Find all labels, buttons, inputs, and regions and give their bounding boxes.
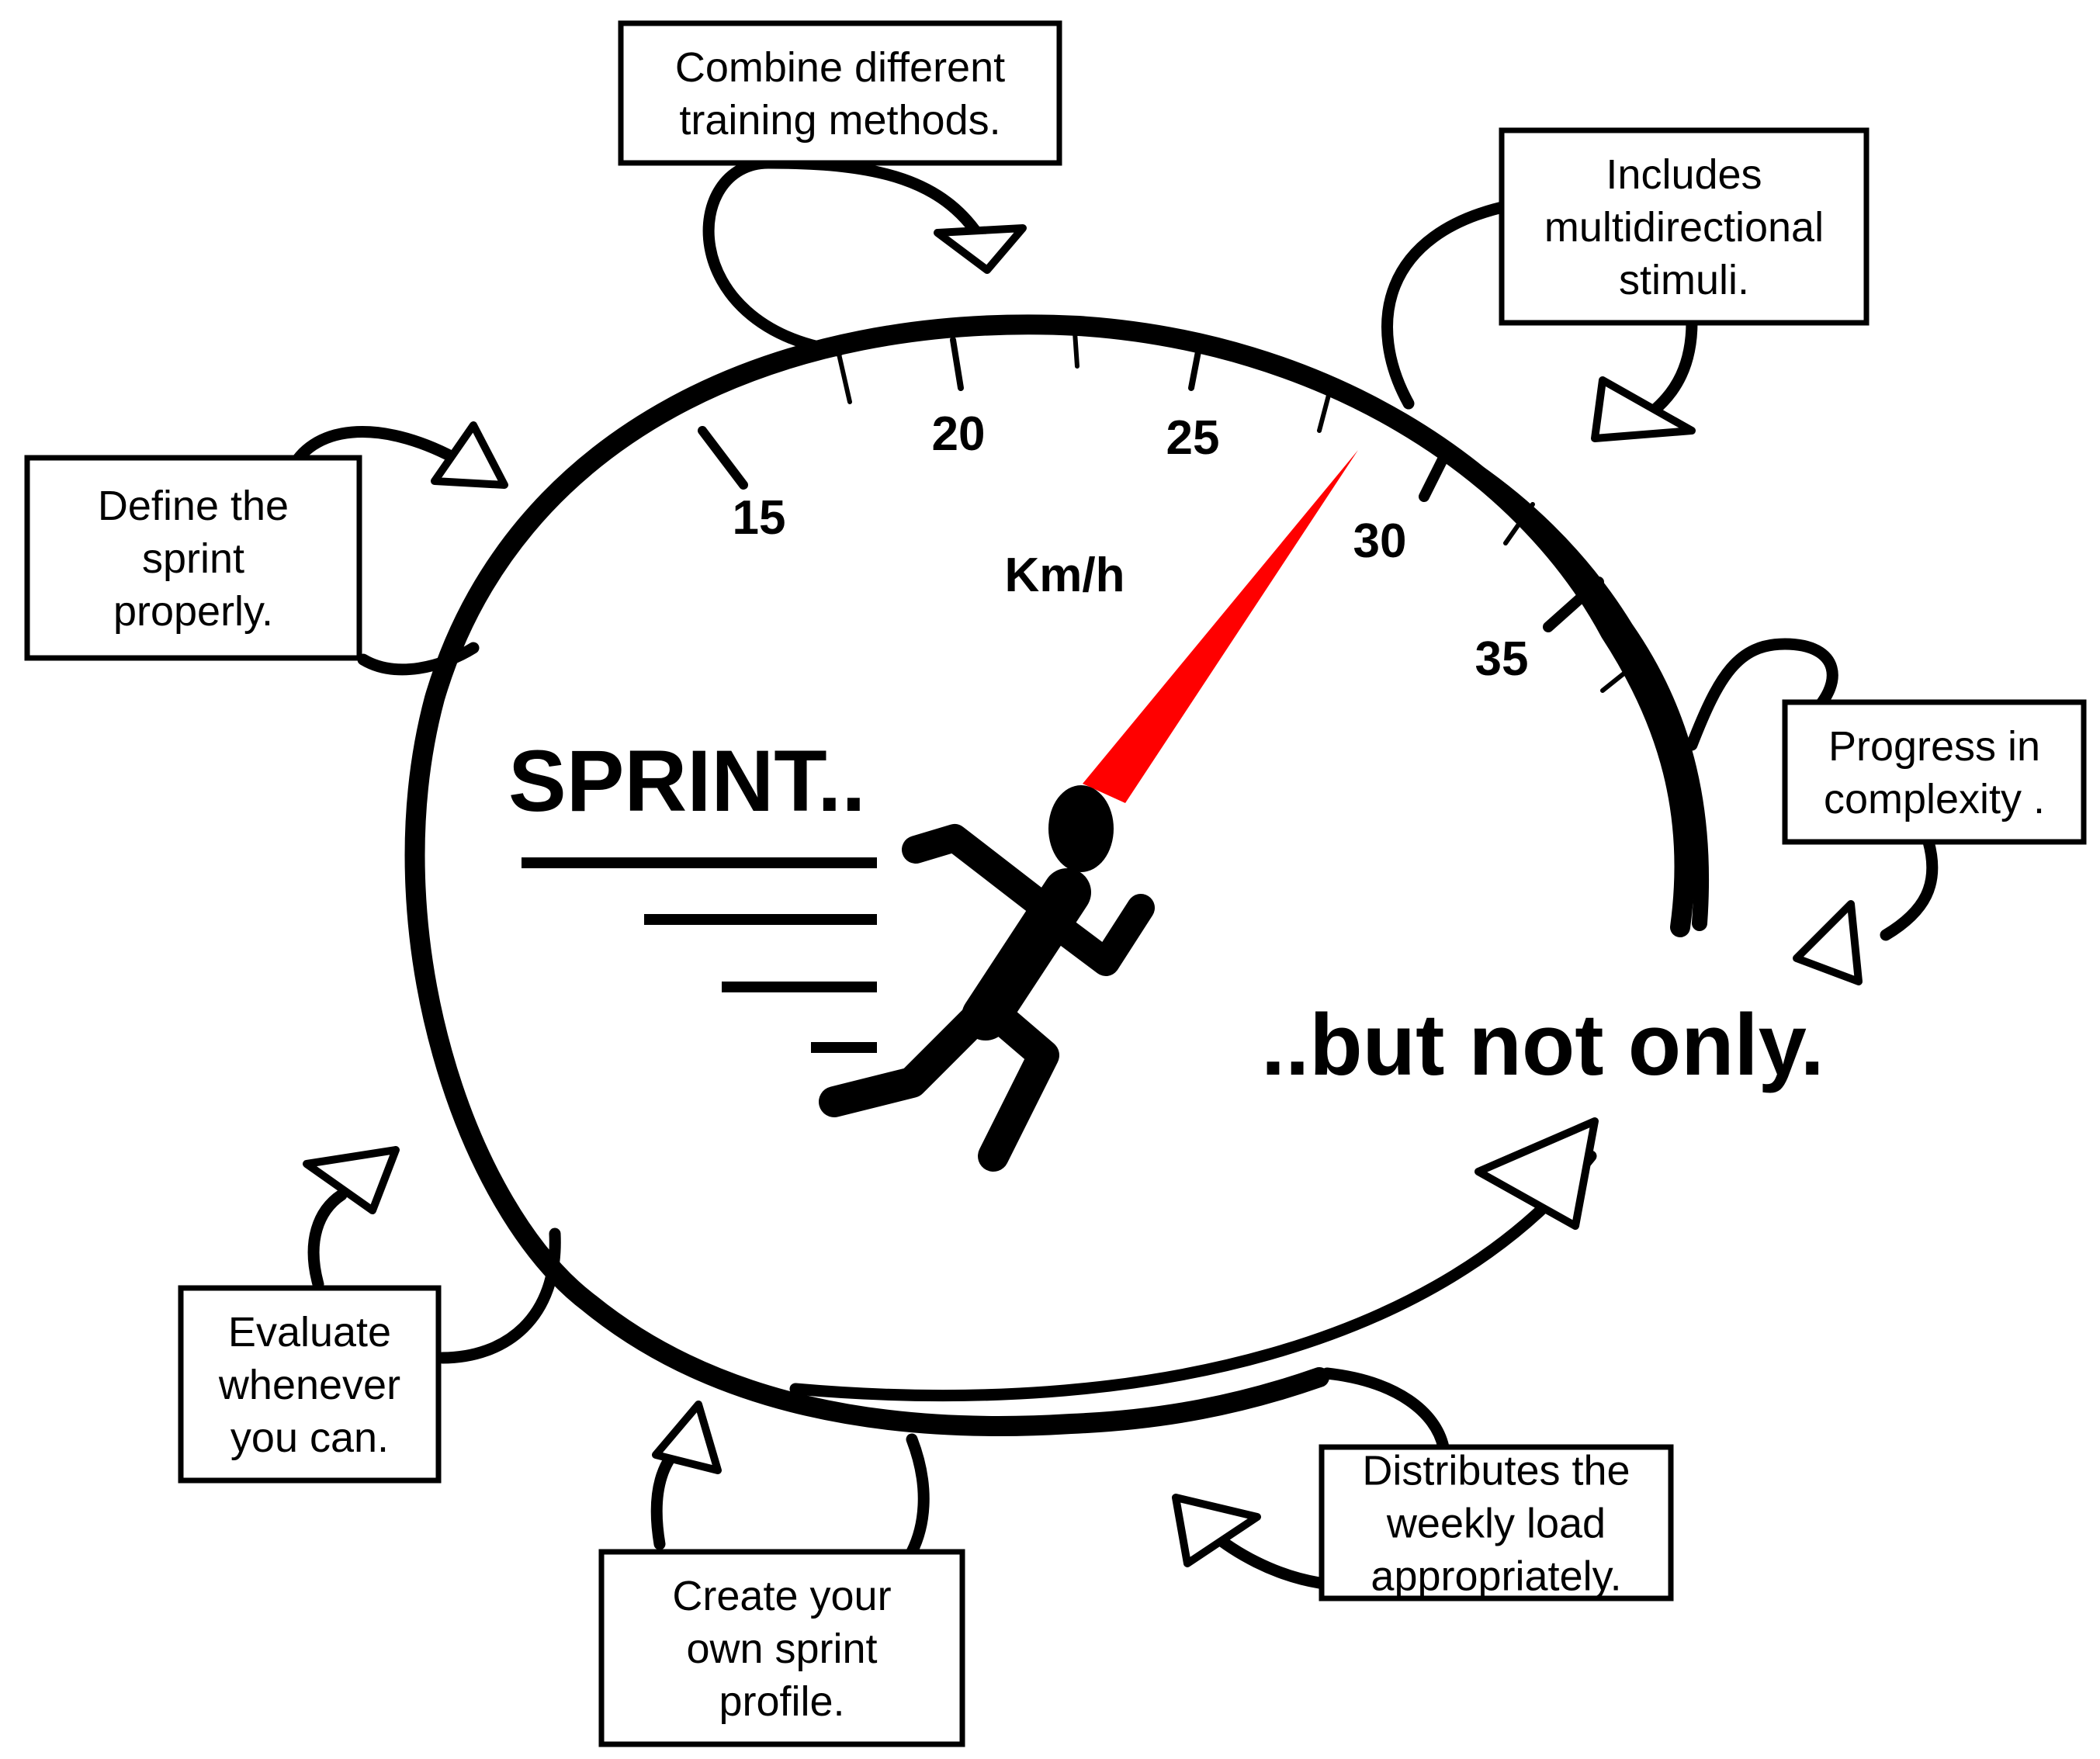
dial-tick <box>1073 330 1079 369</box>
box-text-line: Progress in <box>1828 723 2040 770</box>
box-evaluate: Evaluate whenever you can. <box>178 1285 442 1484</box>
arrow-main-sweep <box>789 1150 1597 1402</box>
box-text-line: weekly load <box>1386 1501 1606 1547</box>
tick-label-20: 20 <box>932 407 986 461</box>
runner-head <box>1048 785 1114 872</box>
box-define: Define the sprint properly. <box>24 455 362 661</box>
speed-needle <box>1083 450 1358 803</box>
arrowhead-progress <box>1793 900 1863 985</box>
box-frame <box>1319 1444 1674 1601</box>
tick-label-25: 25 <box>1166 411 1220 465</box>
dial-tick <box>950 337 964 391</box>
box-profile: Create your own sprint profile. <box>598 1549 965 1747</box>
dial-ticks <box>698 330 1644 693</box>
arrowhead-evaluate <box>303 1146 400 1214</box>
box-frame <box>618 20 1062 166</box>
box-combine: Combine different training methods. <box>618 20 1062 166</box>
headline-sprint: SPRINT.. <box>508 732 866 829</box>
dial-ring-thick <box>1436 442 1710 931</box>
box-frame <box>1782 699 2087 845</box>
box-text-line: properly. <box>113 588 273 635</box>
arrow-evaluate-up <box>307 1189 348 1290</box>
box-text-line: Distributes the <box>1362 1448 1630 1494</box>
box-multidirectional: Includes multidirectional stimuli. <box>1499 127 1870 326</box>
arrowhead-profile <box>652 1401 722 1474</box>
runner-front-leg <box>974 993 1059 1172</box>
runner-back-arm <box>902 824 1054 918</box>
box-text-line: stimuli. <box>1619 257 1749 303</box>
box-frame <box>178 1285 442 1484</box>
runner-front-arm <box>1030 894 1155 976</box>
unit-label: Km/h <box>1005 549 1125 602</box>
dial-ring <box>404 314 1695 1436</box>
box-frame <box>1499 127 1870 326</box>
running-person-icon <box>819 785 1155 1172</box>
box-text-line: multidirectional <box>1544 204 1824 251</box>
box-text-line: training methods. <box>679 97 1000 144</box>
dial-tick <box>1543 577 1604 632</box>
arrowhead-define <box>431 421 508 489</box>
box-text-line: Combine different <box>675 44 1005 91</box>
box-frame <box>24 455 362 661</box>
box-text-line: profile. <box>719 1678 844 1725</box>
dial-tick <box>1600 657 1644 693</box>
speedometer-dial: 15 20 25 30 35 Km/h <box>404 314 1710 1436</box>
box-frame <box>598 1549 965 1747</box>
speed-lines <box>522 857 877 1053</box>
runner-back-leg <box>819 997 997 1117</box>
dial-tick <box>1419 445 1453 502</box>
arrowhead-combine <box>934 224 1027 274</box>
box-text-line: own sprint <box>686 1626 877 1672</box>
arrow-multidirectional <box>1381 199 1516 410</box>
arrow-profile <box>906 1433 930 1558</box>
box-text-line: complexity . <box>1824 776 2045 822</box>
arrowhead-main <box>1475 1117 1599 1230</box>
dial-tick <box>1188 345 1202 391</box>
dial-tick <box>1317 384 1333 433</box>
dial-tick <box>836 348 852 404</box>
arrowhead-multidirectional <box>1591 376 1696 442</box>
box-text-line: whenever <box>218 1362 400 1408</box>
box-text-line: you can. <box>230 1414 389 1461</box>
tick-label-35: 35 <box>1475 632 1529 686</box>
dial-tick <box>698 426 748 490</box>
headline-but-not-only: ..but not only. <box>1261 996 1825 1093</box>
advice-boxes: Combine different training methods. Includ… <box>24 20 2087 1747</box>
tick-label-30: 30 <box>1353 514 1407 568</box>
box-text-line: Includes <box>1606 151 1762 198</box>
arrow-multidirectional-out <box>1647 316 1698 417</box>
box-text-line: Create your <box>672 1573 891 1619</box>
box-distribute: Distributes the weekly load appropriately. <box>1319 1444 1674 1601</box>
tick-label-15: 15 <box>733 491 786 545</box>
arrowhead-distribute <box>1172 1494 1261 1567</box>
box-progress: Progress in complexity . <box>1782 699 2087 845</box>
box-text-line: appropriately. <box>1371 1553 1621 1600</box>
box-text-line: Define the <box>98 483 289 529</box>
box-text-line: sprint <box>142 535 244 582</box>
arrow-define-in <box>357 642 480 676</box>
arrow-progress <box>1686 638 1838 751</box>
arrow-progress-out <box>1880 836 1939 941</box>
arrow-distribute <box>1321 1367 1450 1453</box>
connector-arrows <box>282 157 1939 1589</box>
dial-tick-labels: 15 20 25 30 35 <box>733 407 1529 686</box>
dial-tick <box>1503 502 1535 545</box>
box-text-line: Evaluate <box>228 1309 391 1356</box>
